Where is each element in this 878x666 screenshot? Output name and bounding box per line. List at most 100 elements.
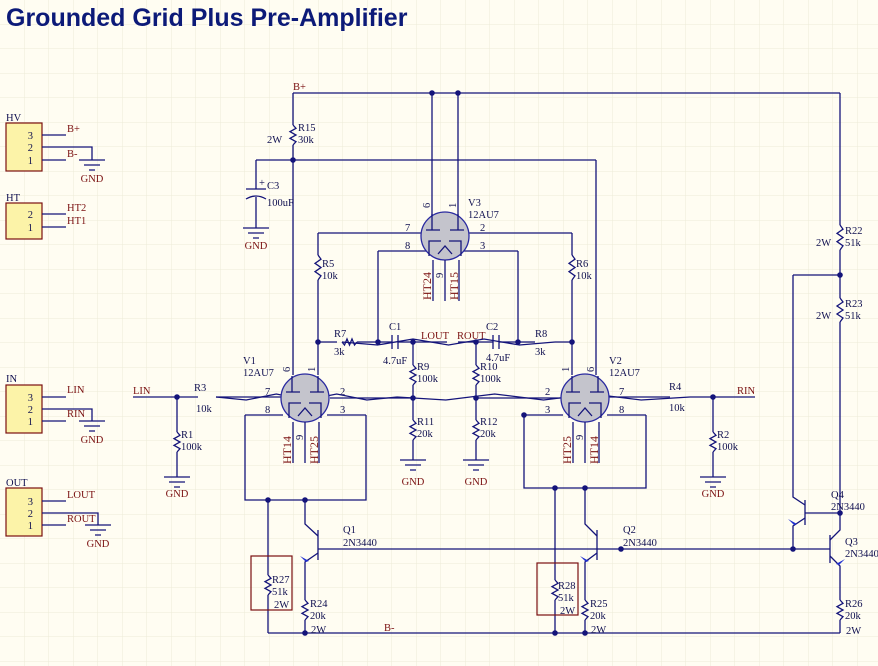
pin-number: 2 bbox=[28, 405, 33, 416]
resistor-r12[interactable] bbox=[471, 419, 481, 441]
resistor-ref: R7 bbox=[334, 329, 346, 340]
resistor-r23[interactable] bbox=[835, 297, 845, 323]
resistor-r9[interactable] bbox=[408, 364, 418, 386]
resistor-r1[interactable] bbox=[172, 431, 182, 453]
junction-dot bbox=[429, 90, 435, 96]
net-label: B- bbox=[67, 149, 78, 160]
connector-in[interactable]: IN 3 2 1 LIN RIN GND bbox=[5, 374, 104, 446]
junction-dot bbox=[582, 630, 588, 636]
resistor-r25[interactable] bbox=[580, 599, 590, 621]
gnd-label: GND bbox=[465, 477, 488, 488]
pin-number: 3 bbox=[28, 131, 33, 142]
pin-number: 7 bbox=[405, 223, 410, 234]
tube-type: 12AU7 bbox=[243, 368, 274, 379]
pin-number: 7 bbox=[619, 387, 624, 398]
capacitor-c3[interactable]: + C3 100uF bbox=[245, 178, 294, 209]
resistor-r10[interactable] bbox=[471, 364, 481, 386]
resistor-value: 20k bbox=[845, 611, 862, 622]
resistor-r24[interactable] bbox=[300, 599, 310, 621]
junction-dot bbox=[521, 412, 527, 418]
heater-label: HT25 bbox=[307, 436, 321, 464]
junction-dot bbox=[552, 630, 558, 636]
connector-name: IN bbox=[6, 374, 17, 385]
net-label-lin: LIN bbox=[133, 386, 151, 397]
tube-v3[interactable] bbox=[420, 211, 470, 261]
resistor-r5[interactable] bbox=[313, 254, 323, 281]
junction-dot bbox=[837, 272, 843, 278]
resistor-r7[interactable] bbox=[341, 337, 358, 347]
resistor-r8[interactable] bbox=[341, 338, 556, 346]
resistor-power: 2W bbox=[816, 311, 831, 322]
pin-number: 1 bbox=[561, 367, 572, 372]
tube-v2[interactable] bbox=[560, 373, 610, 423]
resistor-ref: R22 bbox=[845, 226, 863, 237]
resistor-r26[interactable] bbox=[835, 599, 845, 621]
junction-dot bbox=[375, 339, 381, 345]
resistor-value: 20k bbox=[417, 429, 434, 440]
resistor-ref: R11 bbox=[417, 417, 434, 428]
tube-electrodes-icon bbox=[566, 376, 604, 463]
resistor-r4[interactable] bbox=[396, 393, 691, 401]
net-label: B+ bbox=[67, 124, 80, 135]
pin-number: 9 bbox=[295, 435, 306, 440]
tube-v2-labels: V2 12AU7 1 6 2 7 3 8 HT25 9 HT14 bbox=[545, 356, 640, 464]
pin-number: 3 bbox=[28, 393, 33, 404]
pin-number: 1 bbox=[307, 367, 318, 372]
polarity-mark: + bbox=[259, 178, 265, 189]
pin-number: 1 bbox=[448, 203, 459, 208]
net-label: ROUT bbox=[67, 514, 96, 525]
transistor-type: 2N3440 bbox=[343, 538, 377, 549]
connector-hv[interactable]: HV 3 2 1 B+ B- GND bbox=[5, 113, 104, 185]
junction-dot bbox=[552, 485, 558, 491]
resistor-r15[interactable] bbox=[288, 124, 298, 146]
gnd-label: GND bbox=[245, 241, 268, 252]
resistor-ref: R6 bbox=[576, 259, 588, 270]
pin-number: 6 bbox=[282, 367, 293, 372]
pin-number: 9 bbox=[435, 273, 446, 278]
capacitor-ref: C2 bbox=[486, 322, 498, 333]
resistor-ref: R4 bbox=[669, 382, 682, 393]
resistor-value: 100k bbox=[417, 374, 439, 385]
junction-dot bbox=[410, 395, 416, 401]
net-label-bplus: B+ bbox=[293, 82, 306, 93]
resistor-power: 2W bbox=[846, 626, 861, 637]
transistor-ref: Q2 bbox=[623, 525, 636, 536]
pin-number: 8 bbox=[405, 241, 410, 252]
gnd-label: GND bbox=[166, 489, 189, 500]
pin-number: 3 bbox=[545, 405, 550, 416]
resistor-r11[interactable] bbox=[408, 419, 418, 441]
resistor-value: 51k bbox=[845, 311, 862, 322]
net-label: HT2 bbox=[67, 203, 86, 214]
resistor-ref: R24 bbox=[310, 599, 328, 610]
pin-number: 1 bbox=[28, 156, 33, 167]
resistor-r6[interactable] bbox=[567, 254, 577, 281]
resistor-r28[interactable] bbox=[550, 579, 560, 601]
pin-number: 1 bbox=[28, 521, 33, 532]
gnd-label: GND bbox=[81, 435, 104, 446]
resistor-r27[interactable] bbox=[263, 574, 273, 596]
ground-icon bbox=[700, 476, 726, 488]
junction-dot bbox=[174, 394, 180, 400]
resistor-r22[interactable] bbox=[835, 224, 845, 251]
connector-ht[interactable]: HT 2 1 HT2 HT1 bbox=[5, 193, 86, 240]
resistor-power: 2W bbox=[311, 625, 326, 636]
emitter-arrow-icon bbox=[788, 519, 797, 525]
junction-dot bbox=[790, 546, 796, 552]
resistor-value: 3k bbox=[334, 347, 345, 358]
net-label-bminus: B- bbox=[384, 623, 395, 634]
ground-icon bbox=[85, 524, 111, 536]
net-label: LIN bbox=[67, 385, 85, 396]
ground-icon bbox=[79, 159, 105, 171]
junction-dot bbox=[455, 90, 461, 96]
heater-label: HT25 bbox=[560, 436, 574, 464]
junction-dot bbox=[302, 630, 308, 636]
net-label-rout: ROUT bbox=[457, 331, 486, 342]
ground-icon bbox=[164, 476, 190, 488]
resistor-r2[interactable] bbox=[708, 431, 718, 453]
tube-v1[interactable] bbox=[280, 373, 330, 423]
pin-number: 1 bbox=[28, 417, 33, 428]
resistor-value: 20k bbox=[480, 429, 497, 440]
connector-out[interactable]: OUT 3 2 1 LOUT ROUT GND bbox=[5, 478, 110, 550]
resistor-value: 20k bbox=[310, 611, 327, 622]
